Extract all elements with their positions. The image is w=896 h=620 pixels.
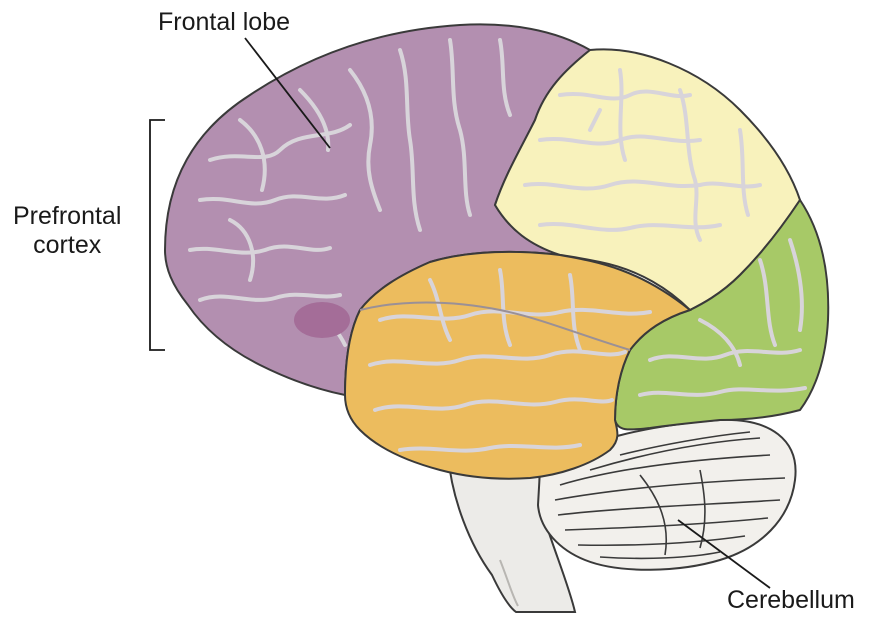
parietal-lobe (493, 48, 802, 312)
frontal-pole-marking (294, 302, 350, 338)
cerebellum-label: Cerebellum (727, 586, 855, 614)
frontal-lobe-label: Frontal lobe (158, 8, 291, 36)
sylvian-fissure (359, 301, 631, 351)
brainstem-fold (499, 559, 519, 607)
frontal-lobe-pointer (244, 37, 331, 149)
prefrontal-label-line2: cortex (33, 231, 102, 259)
prefrontal-bracket (149, 119, 165, 351)
parietal-gyri (523, 68, 762, 242)
occipital-gyri (638, 238, 807, 397)
occipital-lobe (613, 198, 830, 431)
prefrontal-cortex-label: Prefrontal cortex (13, 202, 121, 260)
prefrontal-label-line1: Prefrontal (13, 202, 122, 230)
temporal-lobe (343, 250, 693, 480)
cerebellum-pointer (677, 519, 771, 589)
cerebellum-folia (554, 431, 786, 560)
